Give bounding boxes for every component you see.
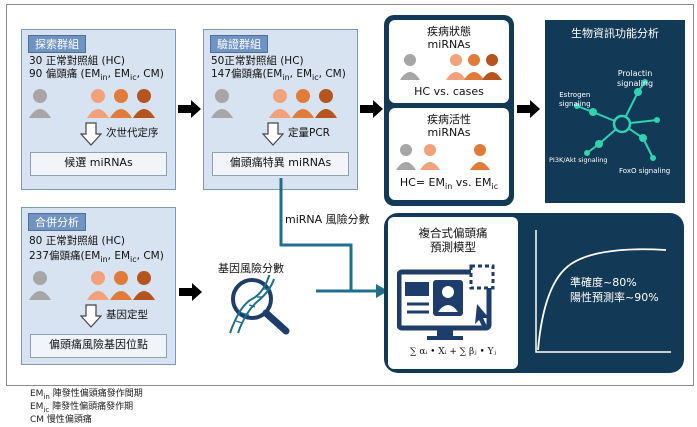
- down-arrow-icon: [80, 122, 102, 146]
- specific-mirnas-box: 偏頭痛特異 miRNAs: [212, 152, 349, 176]
- model-formula: ∑ αᵢ • Xᵢ + ∑ βⱼ • Yⱼ: [410, 347, 496, 357]
- person-icon-case: [133, 89, 155, 118]
- person-icon-control: [396, 144, 416, 170]
- person-icon-case: [446, 54, 466, 80]
- accuracy-label: 準確度~80%: [570, 276, 637, 289]
- gene-risk-score-label: 基因風險分數: [218, 262, 284, 275]
- foxo-node-label: FoxO signaling: [619, 167, 671, 175]
- person-icon-case: [133, 271, 155, 300]
- person-icon-case: [420, 144, 440, 170]
- down-arrow-icon: [80, 304, 102, 328]
- person-icon-case: [292, 89, 314, 118]
- person-icon-case: [482, 54, 502, 80]
- validation-cohort-panel: 驗證群組 50正常對照組 (HC) 147偏頭痛(EMin, EMic, CM)…: [203, 29, 358, 190]
- discovery-people-icons: [29, 89, 155, 118]
- combined-analysis-header: 合併分析: [28, 213, 86, 231]
- performance-curve: [535, 230, 671, 353]
- person-icon-case: [464, 54, 484, 80]
- validation-migraine-count: 147偏頭痛(EMin, EMic, CM): [211, 68, 346, 83]
- validation-people-icons: [211, 89, 337, 118]
- combined-migraine-count: 237偏頭痛(EMin, EMic, CM): [29, 250, 164, 265]
- discovery-hc-count: 30 正常對照組 (HC): [29, 55, 125, 67]
- person-icon-case: [87, 271, 109, 300]
- prediction-model-title: 複合式偏頭痛預測模型: [418, 226, 488, 254]
- legend-em-ic: EMic 陣發性偏頭痛發作期: [30, 402, 134, 414]
- pi3k-node-label: PI3K/Akt signaling: [549, 156, 608, 164]
- validation-hc-count: 50正常對照組 (HC): [211, 55, 304, 67]
- down-arrow-icon: [262, 122, 284, 146]
- status-comparison: HC vs. cases: [414, 85, 484, 98]
- person-icon-control: [29, 89, 51, 118]
- computer-model-icon: [397, 264, 495, 340]
- validation-method-label: 定量PCR: [288, 127, 330, 139]
- dna-magnifier-icon: [229, 275, 290, 335]
- person-icon-case: [87, 89, 109, 118]
- legend-em-in: EMin 陣發性偏頭痛發作間期: [30, 389, 143, 401]
- candidate-mirnas-box: 候選 miRNAs: [30, 152, 167, 176]
- right-arrow-icon: [179, 283, 202, 301]
- mirna-risk-score-label: miRNA 風險分數: [285, 213, 370, 226]
- activity-people-icons: [396, 144, 490, 170]
- person-icon-control: [400, 54, 420, 80]
- person-icon-case: [110, 89, 132, 118]
- ppv-label: 陽性預測率~90%: [570, 291, 659, 304]
- pathway-network-diagram: [574, 79, 660, 161]
- bioinformatics-panel: [545, 20, 685, 203]
- legend-cm: CM 慢性偏頭痛: [30, 415, 92, 425]
- person-icon-control: [29, 271, 51, 300]
- discovery-cohort-header: 探索群組: [28, 35, 86, 53]
- status-people-icons: [400, 54, 502, 80]
- discovery-cohort-panel: 探索群組 30 正常對照組 (HC) 90 偏頭痛 (EMin, EMic, C…: [21, 29, 176, 190]
- person-icon-case: [269, 89, 291, 118]
- person-icon-case: [470, 144, 490, 170]
- person-icon-case: [315, 89, 337, 118]
- combined-hc-count: 80 正常對照組 (HC): [29, 235, 125, 247]
- combined-method-label: 基因定型: [106, 309, 148, 321]
- combined-people-icons: [29, 271, 155, 300]
- combined-analysis-panel: 合併分析 80 正常對照組 (HC) 237偏頭痛(EMin, EMic, CM…: [21, 207, 176, 365]
- person-icon-case: [110, 271, 132, 300]
- bioinformatics-title: 生物資訊功能分析: [571, 27, 659, 40]
- validation-cohort-header: 驗證群組: [210, 35, 268, 53]
- discovery-method-label: 次世代定序: [106, 127, 159, 139]
- discovery-migraine-count: 90 偏頭痛 (EMin, EMic, CM): [29, 68, 164, 83]
- person-icon-control: [211, 89, 233, 118]
- right-arrow-icon: [517, 100, 540, 118]
- risk-loci-box: 偏頭痛風險基因位點: [30, 334, 167, 358]
- right-arrow-icon: [360, 100, 383, 118]
- right-arrow-icon: [178, 100, 201, 118]
- activity-comparison: HC= EMin vs. EMic: [399, 176, 499, 192]
